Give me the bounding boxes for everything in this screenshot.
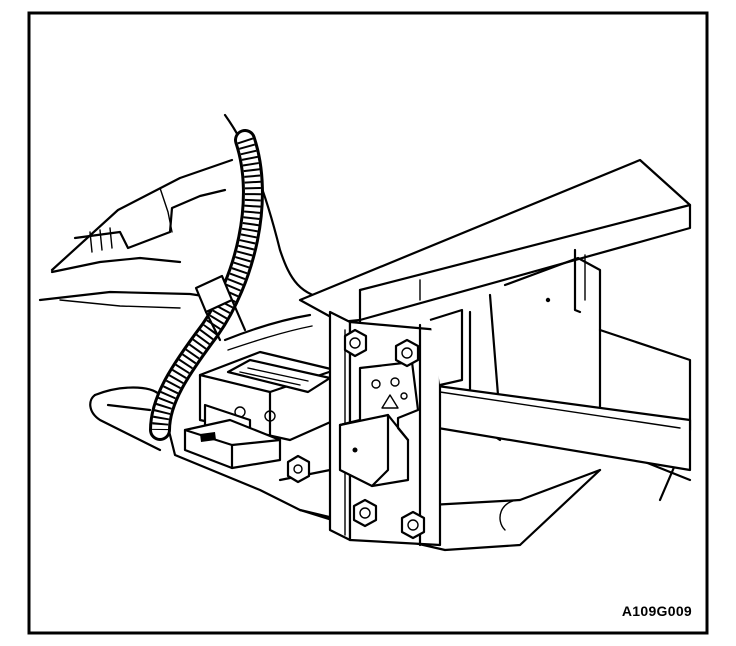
mounting-bracket: [338, 360, 420, 488]
secondary-cable: [223, 313, 313, 351]
figure-code: A109G009: [621, 603, 692, 619]
upper-support-beam: [298, 158, 692, 324]
wiring-connector: [183, 418, 282, 470]
figure-frame: [27, 11, 709, 635]
control-module: [198, 350, 337, 442]
mounting-bolts: [286, 328, 426, 540]
bolt-module: [286, 454, 311, 484]
corrugated-wiring-harness: [149, 129, 264, 441]
bolt-lower-left: [352, 498, 378, 528]
bolt-upper-left: [343, 328, 368, 358]
bolt-lower-right: [400, 510, 426, 540]
body-panel-background: [38, 113, 332, 309]
cross-tube: [418, 383, 692, 472]
bolt-upper-right: [394, 338, 420, 368]
